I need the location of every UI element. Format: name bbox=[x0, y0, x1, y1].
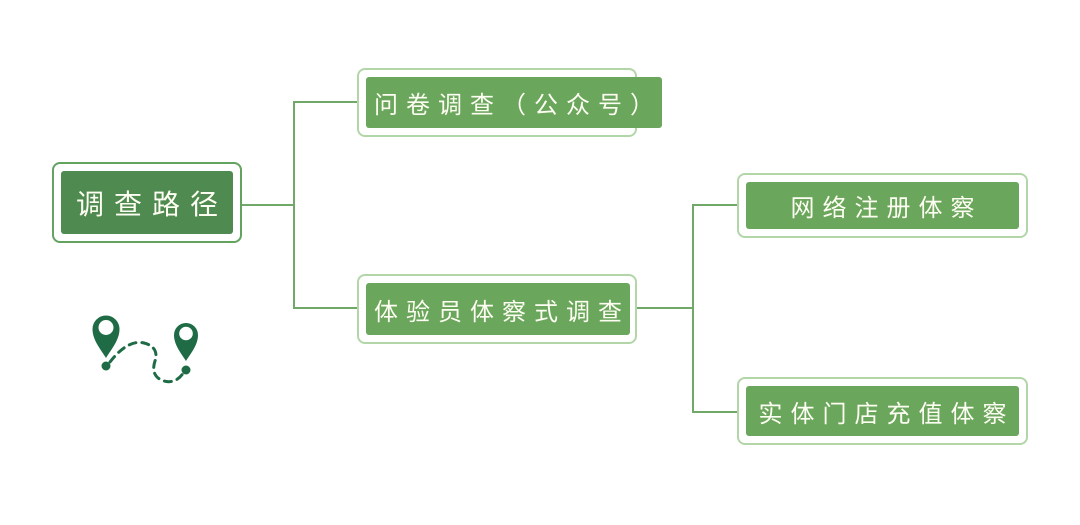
connector-level2-trunk bbox=[692, 204, 694, 413]
node-label: 问卷调查（公众号） bbox=[366, 77, 662, 128]
node-survey-path: 调查路径 bbox=[52, 162, 242, 243]
connector-level1-trunk bbox=[293, 101, 295, 309]
node-label: 网络注册体察 bbox=[746, 182, 1019, 229]
connector-branch-store bbox=[692, 411, 737, 413]
connector-branch-online bbox=[692, 204, 737, 206]
node-online-registration: 网络注册体察 bbox=[737, 173, 1028, 238]
connector-branch-experience bbox=[293, 307, 357, 309]
connector-root-stem bbox=[242, 204, 293, 206]
node-label: 体验员体察式调查 bbox=[366, 283, 630, 335]
node-experiencer-survey: 体验员体察式调查 bbox=[357, 274, 637, 344]
node-label: 实体门店充值体察 bbox=[746, 386, 1019, 436]
connector-experience-stem bbox=[637, 307, 692, 309]
node-questionnaire-survey: 问卷调查（公众号） bbox=[357, 68, 662, 137]
node-label: 调查路径 bbox=[61, 171, 233, 234]
node-store-recharge: 实体门店充值体察 bbox=[737, 377, 1028, 445]
route-map-pins-icon bbox=[92, 315, 198, 384]
connector-branch-survey bbox=[293, 101, 357, 103]
